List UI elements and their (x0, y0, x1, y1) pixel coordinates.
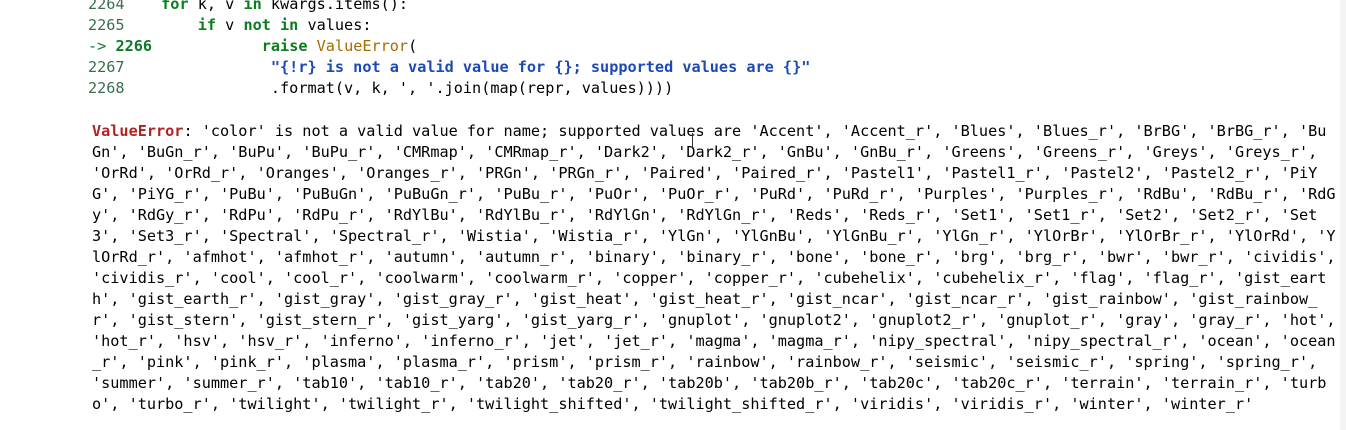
traceback-current-line: -> 2266 raise ValueError( (88, 37, 418, 55)
line-number: 2266 (115, 37, 153, 55)
error-line: G', 'PiYG_r', 'PuBu', 'PuBuGn', 'PuBuGn_… (92, 185, 1336, 203)
line-number: 2265 (88, 16, 125, 34)
error-line: y', 'RdGy_r', 'RdPu', 'RdPu_r', 'RdYlBu'… (92, 206, 1318, 224)
traceback-line: 2264 for k, v in kwargs.items(): (88, 0, 408, 15)
error-line: h', 'gist_earth_r', 'gist_gray', 'gist_g… (92, 290, 1318, 308)
error-line: ValueError: 'color' is not a valid value… (92, 122, 1327, 140)
text-cursor-icon (692, 133, 695, 149)
traceback-line: 2268 .format(v, k, ', '.join(map(repr, v… (88, 79, 674, 97)
error-line: Gn', 'BuGn_r', 'BuPu', 'BuPu_r', 'CMRmap… (92, 143, 1318, 161)
error-line: r', 'gist_stern', 'gist_stern_r', 'gist_… (92, 311, 1336, 329)
error-line: 'OrRd', 'OrRd_r', 'Oranges', 'Oranges_r'… (92, 164, 1318, 182)
line-number: 2267 (88, 58, 125, 76)
error-line: o', 'turbo_r', 'twilight', 'twilight_r',… (92, 395, 1254, 413)
line-number: 2268 (88, 79, 125, 97)
traceback-line: 2267 "{!r} is not a valid value for {}; … (88, 57, 810, 78)
error-line: lOrRd_r', 'afmhot', 'afmhot_r', 'autumn'… (92, 248, 1336, 266)
error-line: 3', 'Set3_r', 'Spectral', 'Spectral_r', … (92, 227, 1336, 245)
error-line: 'summer', 'summer_r', 'tab10', 'tab10_r'… (92, 374, 1327, 392)
keyword: not in (243, 16, 299, 34)
keyword: in (243, 0, 262, 13)
current-line-arrow: -> (88, 37, 107, 55)
error-message: ValueError: 'color' is not a valid value… (92, 121, 1336, 415)
error-line: 'hot_r', 'hsv', 'hsv_r', 'inferno', 'inf… (92, 332, 1336, 350)
error-type: ValueError (92, 122, 184, 140)
error-line: 'cividis_r', 'cool', 'cool_r', 'coolwarm… (92, 269, 1327, 287)
line-number: 2264 (88, 0, 125, 13)
string-literal: "{!r} is not a valid value for {}; suppo… (270, 58, 811, 76)
keyword: raise (261, 37, 308, 55)
keyword: if (197, 16, 217, 34)
exception-class: ValueError (316, 37, 409, 55)
traceback-line: 2265 if v not in values: (88, 16, 372, 34)
keyword: for (161, 0, 189, 13)
scrollbar[interactable] (1340, 0, 1346, 430)
error-line: _r', 'pink', 'pink_r', 'plasma', 'plasma… (92, 353, 1318, 371)
